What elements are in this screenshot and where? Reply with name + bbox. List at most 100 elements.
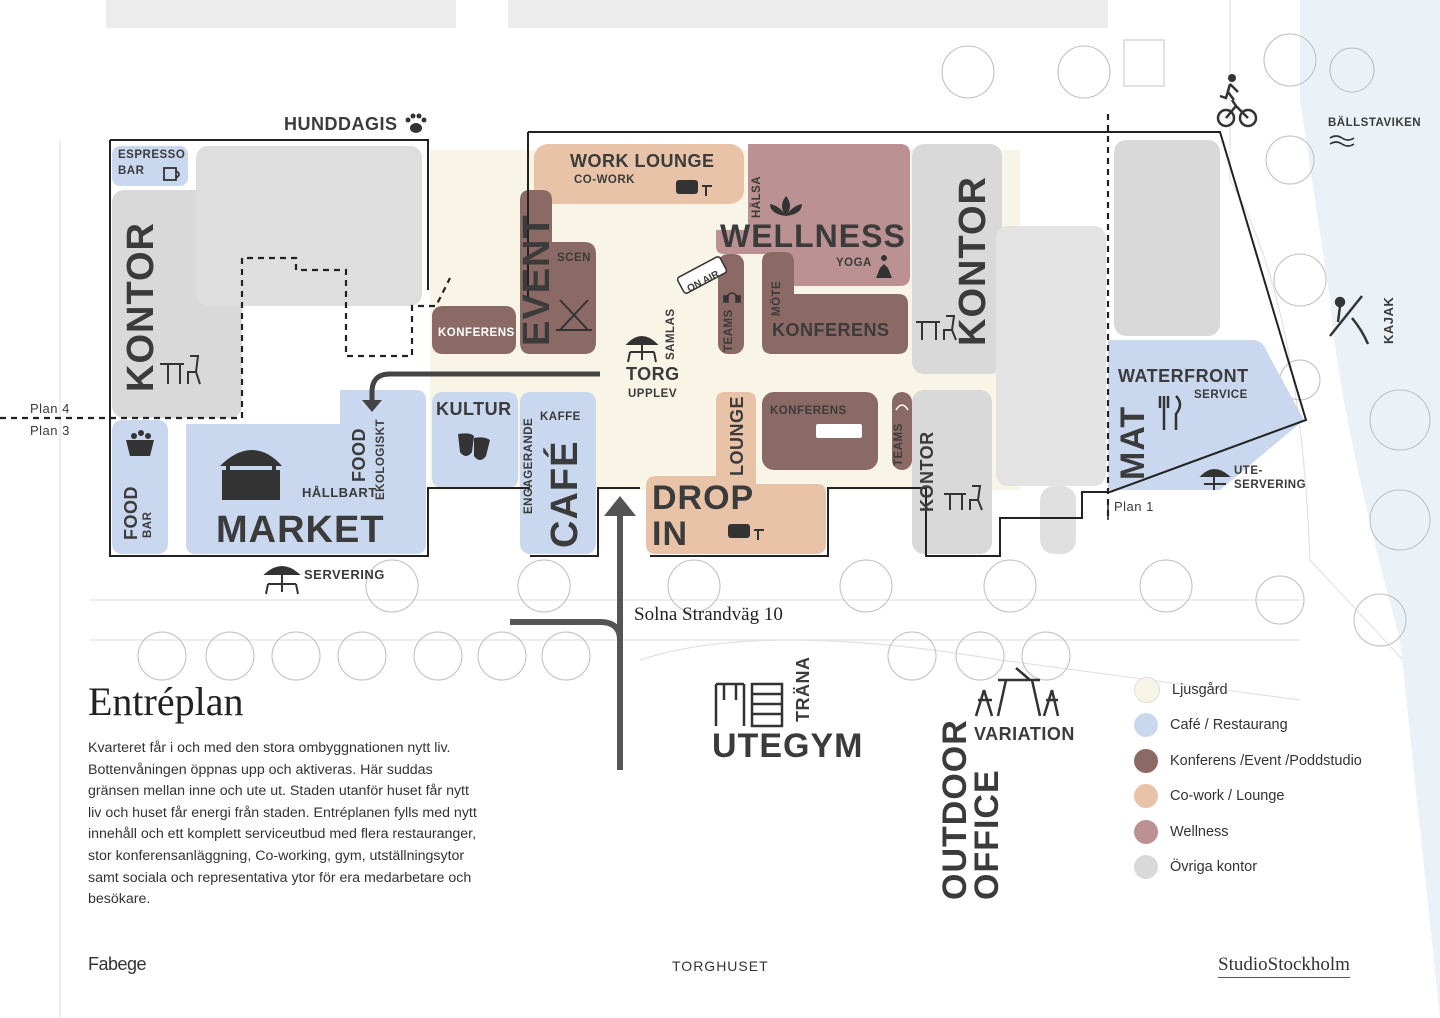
- legend-swatch: [1134, 713, 1158, 738]
- sofa-icon-work: [676, 180, 712, 196]
- legend-item-ljusgard: Ljusgård: [1134, 672, 1362, 708]
- coffee-cup-icon: [163, 167, 180, 181]
- label-espresso-bar: BAR: [118, 165, 145, 177]
- theater-masks-icon: [458, 433, 490, 460]
- bicycle-icon: [1216, 99, 1258, 128]
- konferens-zone-left: [432, 306, 516, 354]
- market-stall-icon: [220, 450, 282, 500]
- label-lounge: LOUNGE: [727, 395, 747, 476]
- label-trana: TRÄNA: [793, 656, 813, 723]
- legend-label: Café / Restaurang: [1170, 717, 1288, 734]
- desk-chair-icon-right: [916, 315, 957, 341]
- water-area: [1300, 0, 1440, 1018]
- teams-zone-top: [718, 254, 744, 354]
- label-scen: SCEN: [557, 252, 591, 264]
- label-hallbart: HÅLLBART: [302, 485, 377, 500]
- desk-chair-icon-left: [160, 355, 201, 385]
- conference-table-icon: [816, 424, 862, 438]
- dashed-lines: [0, 114, 1110, 520]
- studio-stockholm-logo: StudioStockholm: [1218, 954, 1350, 978]
- lotus-icon: [770, 196, 802, 216]
- legend-label: Wellness: [1170, 823, 1229, 840]
- page-description: Kvarteret får i och med den stora ombygg…: [88, 740, 477, 908]
- headset-icon-bottom: [895, 404, 909, 411]
- drop-in-zone: [646, 392, 826, 554]
- umbrella-table-icon-market: [263, 566, 301, 595]
- label-teams-bottom: TEAMS: [893, 423, 905, 466]
- fabege-logo: Fabege: [88, 954, 147, 974]
- office-zone-top-left: [196, 146, 422, 306]
- label-drop: DROP: [652, 479, 755, 517]
- market-zone: [186, 390, 426, 554]
- label-kontor-left: KONTOR: [120, 222, 162, 392]
- umbrella-table-icon-torg: [625, 336, 659, 363]
- label-wellness: WELLNESS: [720, 218, 906, 254]
- label-kajak: KAJAK: [1381, 296, 1396, 344]
- label-espresso: ESPRESSO: [118, 149, 186, 161]
- label-work-lounge: WORK LOUNGE: [570, 151, 715, 171]
- cafe-zone: [520, 392, 596, 554]
- label-ute-servering: SERVERING: [1234, 479, 1307, 491]
- kayak-icon: [1329, 295, 1370, 345]
- entrance-arrow-head: [604, 496, 636, 516]
- office-zone-mid-right: [996, 226, 1106, 486]
- legend-item-cafe: Café / Restaurang: [1134, 708, 1362, 744]
- label-food-bar: BAR: [142, 511, 154, 538]
- mote-konferens-zone: [762, 252, 908, 354]
- wellness-zone: [716, 144, 910, 286]
- teams-zone-bottom: [892, 392, 912, 470]
- label-samlas: SAMLAS: [665, 308, 677, 360]
- label-plan3: Plan 3: [30, 423, 70, 438]
- surroundings: [59, 0, 1440, 1018]
- label-mat: MAT: [1114, 405, 1152, 480]
- label-kontor-lower: KONTOR: [917, 431, 937, 512]
- label-kontor-right: KONTOR: [952, 176, 994, 346]
- label-upplev: UPPLEV: [628, 388, 678, 400]
- espresso-zone: [112, 146, 188, 186]
- label-mote: MÖTE: [771, 280, 783, 316]
- trees: [137, 33, 1431, 681]
- entrance-arrow: [510, 514, 623, 770]
- label-food-left: FOOD: [121, 486, 141, 540]
- inner-arrow-head: [362, 400, 382, 412]
- outdoor-table-icon: [974, 667, 1060, 717]
- legend-swatch: [1134, 676, 1160, 703]
- legend-label: Övriga kontor: [1170, 859, 1258, 876]
- label-engagerande: ENGAGERANDE: [523, 417, 535, 514]
- office-zone-far-right: [1114, 140, 1220, 336]
- label-utegym: UTEGYM: [712, 727, 864, 765]
- waterfront-zone: [1108, 340, 1304, 490]
- legend-item-cowork: Co-work / Lounge: [1134, 779, 1362, 815]
- legend-swatch: [1134, 784, 1158, 809]
- fork-knife-icon: [1158, 395, 1182, 430]
- label-kultur: KULTUR: [436, 399, 512, 419]
- page-title: Entréplan: [88, 679, 244, 724]
- legend-label: Co-work / Lounge: [1170, 788, 1285, 805]
- label-street: Solna Strandväg 10: [634, 604, 783, 625]
- headset-icon-top: [723, 292, 741, 303]
- label-torg: TORG: [626, 364, 680, 384]
- label-halsa: HÄLSA: [751, 175, 763, 218]
- food-basket-icon: [126, 430, 154, 456]
- legend-label: Konferens /Event /Poddstudio: [1170, 752, 1362, 769]
- label-co-work: CO-WORK: [574, 174, 635, 186]
- label-service: SERVICE: [1194, 389, 1248, 401]
- paw-icon: [405, 113, 427, 133]
- label-ute: UTE-: [1234, 465, 1263, 477]
- foodbar-zone: [112, 420, 168, 554]
- label-yoga: YOGA: [836, 257, 872, 269]
- label-konferens-mid: KONFERENS: [772, 320, 890, 340]
- legend-swatch: [1134, 819, 1158, 844]
- legend-item-wellness: Wellness: [1134, 814, 1362, 850]
- gym-equipment-icon: [714, 682, 784, 728]
- waves-icon: [1329, 135, 1355, 147]
- label-kaffe: KAFFE: [540, 411, 581, 423]
- label-plan1: Plan 1: [1114, 499, 1154, 514]
- desk-chair-icon-kontor: [944, 485, 983, 511]
- label-office: OFFICE: [968, 769, 1006, 900]
- office-zone-lower-right: [912, 390, 992, 554]
- inner-arrow: [369, 371, 600, 402]
- label-market: MARKET: [216, 509, 385, 551]
- yoga-icon: [876, 255, 892, 278]
